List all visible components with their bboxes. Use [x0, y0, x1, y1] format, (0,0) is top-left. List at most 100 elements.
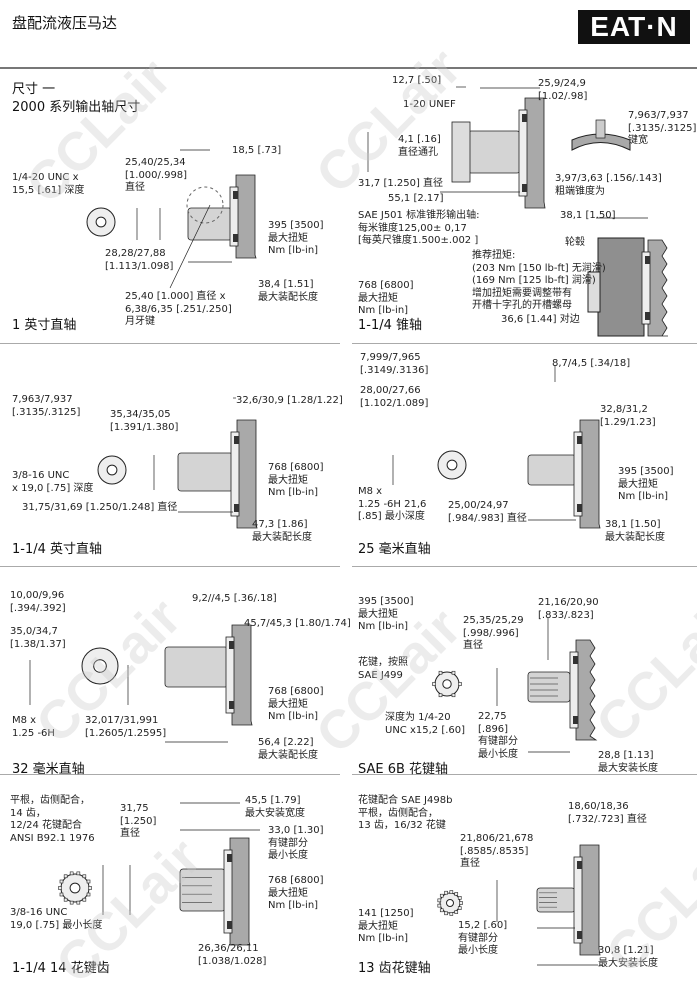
torque-label: 768 [6800] 最大扭矩 Nm [lb-in] [358, 280, 414, 316]
dim-label: 15,2 [.60] 有键部分 最小长度 [458, 920, 508, 956]
dim-label: 33,0 [1.30] 有键部分 最小长度 [268, 825, 324, 861]
tapped-hole [93, 659, 107, 673]
shaft [527, 454, 577, 486]
eaton-logo: EAT·N [578, 10, 690, 44]
shaft [164, 646, 229, 688]
spline-tooth [439, 893, 444, 898]
panel-title: 1-1/4 14 花键齿 [12, 961, 110, 976]
dim-label: 47,3 [1.86] 最大装配长度 [252, 519, 312, 543]
spline-tooth [438, 693, 443, 698]
panel-title: 13 齿花键轴 [358, 961, 431, 976]
torque-note: 推荐扭矩: (203 Nm [150 lb-ft] 无润滑) (169 Nm [… [472, 250, 606, 311]
shaft [177, 452, 234, 492]
dimension-line [169, 204, 211, 289]
torque-label: 395 [3500] 最大扭矩 Nm [lb-in] [268, 220, 324, 256]
tapped-hole [442, 679, 452, 689]
shaft [536, 887, 576, 913]
seal [573, 656, 578, 664]
spline-tooth [86, 892, 91, 897]
divider [352, 566, 697, 567]
dim-label: 7,999/7,965 [.3149/.3136] [360, 352, 429, 376]
key-section [571, 133, 631, 151]
torque-label: 395 [3500] 最大扭矩 Nm [lb-in] [358, 596, 414, 632]
tapped-hole [106, 464, 118, 476]
dim-label: 36,6 [1.44] 对边 [501, 314, 580, 325]
mounting-flange [573, 431, 583, 517]
panel-title: 1-1/4 锥轴 [358, 318, 423, 333]
dim-label: 55,1 [2.17] [388, 193, 444, 204]
spline-tooth [449, 890, 454, 894]
shaft [187, 207, 233, 241]
seal [227, 854, 232, 862]
dim-label: M8 x 1.25 -6H [12, 715, 55, 739]
seal [645, 256, 650, 264]
dim-label: 3/8-16 UNC 19,0 [.75] 最小长度 [10, 907, 103, 931]
spline-tooth [69, 871, 74, 876]
tapped-hole [446, 459, 458, 471]
spline-tooth [82, 897, 87, 902]
dim-label: 31,75/31,69 [1.250/1.248] 直径 [22, 502, 178, 513]
seal [233, 234, 238, 242]
spline-tooth [58, 886, 62, 890]
page-title: 盘配流液压马达 [12, 14, 118, 32]
torque-label: 768 [6800] 最大扭矩 Nm [lb-in] [268, 686, 324, 722]
spline-note: 花键，按照 SAE J499 [358, 657, 408, 681]
spline-tooth [432, 682, 436, 686]
mounting-flange [225, 636, 235, 714]
mounting-flange [641, 251, 651, 325]
spline-tooth [437, 903, 442, 908]
seal [522, 184, 527, 192]
seal [577, 861, 582, 869]
spline-tooth [458, 682, 462, 686]
seal [234, 504, 239, 512]
spline-tooth [451, 693, 456, 698]
spline-tooth [444, 890, 448, 895]
mounting-flange [518, 109, 528, 197]
spline-tooth [437, 898, 442, 903]
dim-label: 38,1 [1.50] 最大装配长度 [605, 519, 665, 543]
dim-label: 7,963/7,937 [.3135/.3125] 键宽 [628, 110, 697, 146]
spline-tooth [76, 871, 81, 876]
motor-mount [579, 419, 601, 529]
dim-label: M8 x 1.25 -6H 21,6 [.85] 最小深度 [358, 486, 427, 522]
dim-label: 28,8 [1.13] 最大安装长度 [598, 750, 658, 774]
spline-tooth [438, 670, 443, 675]
motor-mount [647, 239, 668, 337]
seal [233, 191, 238, 199]
dim-label: 56,4 [2.22] 最大装配长度 [258, 737, 318, 761]
dim-label: 21,806/21,678 [.8585/.8535] 直径 [460, 833, 534, 869]
dim-label: 21,16/20,90 [.833/.823] [538, 597, 599, 621]
torque-label: 768 [6800] 最大扭矩 Nm [lb-in] [268, 875, 324, 911]
tapped-hole [95, 216, 107, 228]
spline-tooth [63, 874, 68, 879]
dim-label: 35,34/35,05 [1.391/1.380] [110, 409, 179, 433]
panel-title: 1-1/4 英寸直轴 [12, 542, 103, 557]
divider [0, 774, 340, 775]
hub-label: 轮毂 [565, 237, 585, 248]
dim-label: 25,9/24,9 [1.02/.98] [538, 78, 588, 102]
spline-tooth [59, 892, 64, 897]
dim-label: 28,00/27,66 [1.102/1.089] [360, 385, 429, 409]
motor-mount [229, 837, 251, 946]
spline-tooth [444, 911, 448, 916]
dim-label: 18,60/18,36 [.732/.723] 直径 [568, 801, 647, 825]
dim-label: 深度为 1/4-20 UNC x15,2 [.60] [385, 712, 466, 736]
shaft [179, 868, 226, 912]
divider [352, 343, 697, 344]
seal [577, 504, 582, 512]
torque-label: 395 [3500] 最大扭矩 Nm [lb-in] [618, 466, 674, 502]
spline-note: 花键配合 SAE J498b 平根，齿侧配合， 13 齿，16/32 花键 [358, 795, 453, 831]
panel-title: SAE 6B 花键轴 [358, 762, 449, 777]
key-detail-circle [186, 186, 224, 224]
header-divider [0, 67, 697, 69]
seal [522, 114, 527, 122]
dim-label: 25,00/24,97 [.984/.983] 直径 [448, 500, 527, 524]
motor-mount [235, 174, 257, 259]
dim-label: 28,28/27,88 [1.113/1.098] [105, 248, 174, 272]
dim-label: 9,2//4,5 [.36/.18] [192, 593, 277, 604]
tapped-hole [446, 899, 454, 907]
section-heading: 尺寸 一 [12, 82, 56, 97]
motor-mount [575, 639, 598, 741]
dim-label: 18,5 [.73] [232, 145, 282, 156]
